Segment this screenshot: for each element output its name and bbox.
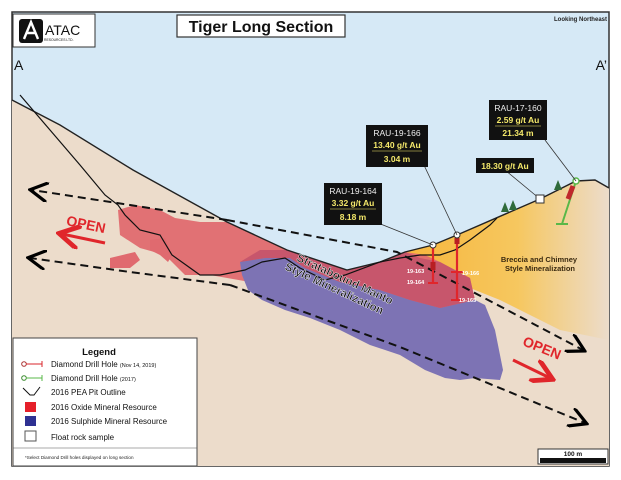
hole-label: 19-164 [407, 280, 425, 286]
svg-text:13.40 g/t Au: 13.40 g/t Au [373, 140, 420, 150]
drill-hole-2017-icon [21, 375, 43, 381]
svg-text:RAU-17-160: RAU-17-160 [494, 103, 542, 113]
scale-bar: 100 m [537, 448, 609, 465]
svg-text:ATAC: ATAC [45, 22, 80, 38]
svg-text:Diamond Drill Hole (2017): Diamond Drill Hole (2017) [51, 374, 136, 383]
open-arrow-right [512, 358, 550, 378]
oxide-over-sulphide [240, 250, 475, 308]
hole-label: 19-163 [407, 269, 424, 275]
svg-text:8.18 m: 8.18 m [340, 212, 367, 222]
svg-text:*Select Diamond Drill holes di: *Select Diamond Drill holes displayed on… [25, 455, 134, 460]
svg-text:RESOURCES LTD.: RESOURCES LTD. [44, 38, 74, 42]
trend-arrow-upper-right [226, 219, 583, 350]
oxide-resource-patch [110, 252, 140, 268]
pit-outline-icon [22, 386, 41, 396]
drill-hole-rau-19-166[interactable] [451, 231, 463, 301]
svg-text:3.32 g/t Au: 3.32 g/t Au [332, 198, 375, 208]
svg-text:Float rock sample: Float rock sample [51, 433, 115, 442]
float-rock-sample-icon[interactable] [535, 194, 545, 204]
svg-text:2016 PEA Pit Outline: 2016 PEA Pit Outline [51, 388, 126, 397]
breccia-zone-label: Breccia and Chimney Style Mineralization [501, 255, 579, 273]
topographic-surface [11, 99, 610, 271]
title-box: Tiger Long Section [176, 14, 346, 38]
trend-arrow-upper-left [32, 190, 228, 221]
atac-logo: ATAC RESOURCES LTD. [12, 13, 96, 48]
svg-text:Diamond Drill Hole (Nov 14, 20: Diamond Drill Hole (Nov 14, 2019) [51, 360, 156, 369]
hole-label: 19-165 [459, 298, 476, 304]
svg-text:3.04 m: 3.04 m [384, 154, 411, 164]
float-sample-icon [24, 430, 37, 442]
trend-arrow-lower-right [229, 284, 585, 423]
svg-text:2016 Sulphide Mineral Resource: 2016 Sulphide Mineral Resource [51, 417, 168, 426]
hole-label: 19-166 [462, 271, 479, 277]
svg-text:100 m: 100 m [564, 451, 583, 458]
svg-text:2.59 g/t Au: 2.59 g/t Au [497, 115, 540, 125]
open-arrow-left [62, 234, 106, 243]
section-start-label: A [14, 57, 24, 73]
tree-icon [501, 180, 562, 212]
trend-arrow-lower-left [30, 258, 231, 286]
svg-text:Legend: Legend [82, 347, 116, 358]
sulphide-resource [240, 258, 503, 380]
legend: Legend Diamond Drill Hole (Nov 14, 2019)… [12, 337, 198, 467]
svg-text:RAU-19-166: RAU-19-166 [373, 128, 421, 138]
pea-pit-outline [19, 94, 498, 281]
sulphide-swatch-icon [25, 416, 36, 426]
svg-text:RAU-19-164: RAU-19-164 [329, 186, 377, 196]
svg-text:21.34 m: 21.34 m [502, 128, 534, 138]
callout-rau-19-164[interactable]: RAU-19-164 3.32 g/t Au 8.18 m [324, 183, 382, 225]
page-title: Tiger Long Section [189, 19, 334, 36]
oxide-resource-patch [150, 238, 172, 262]
section-end-label: A’ [596, 57, 607, 73]
orientation-label: Looking Northeast [554, 17, 607, 23]
callout-rau-19-166[interactable]: RAU-19-166 13.40 g/t Au 3.04 m [366, 125, 428, 167]
svg-text:18.30 g/t Au: 18.30 g/t Au [481, 161, 528, 171]
svg-text:2016 Oxide Mineral Resource: 2016 Oxide Mineral Resource [51, 403, 157, 412]
breccia-zone [405, 180, 609, 340]
drill-hole-2019-icon [21, 361, 43, 367]
callout-float-sample[interactable]: 18.30 g/t Au [476, 158, 534, 173]
oxide-swatch-icon [25, 402, 36, 412]
callout-rau-17-160[interactable]: RAU-17-160 2.59 g/t Au 21.34 m [489, 100, 547, 140]
